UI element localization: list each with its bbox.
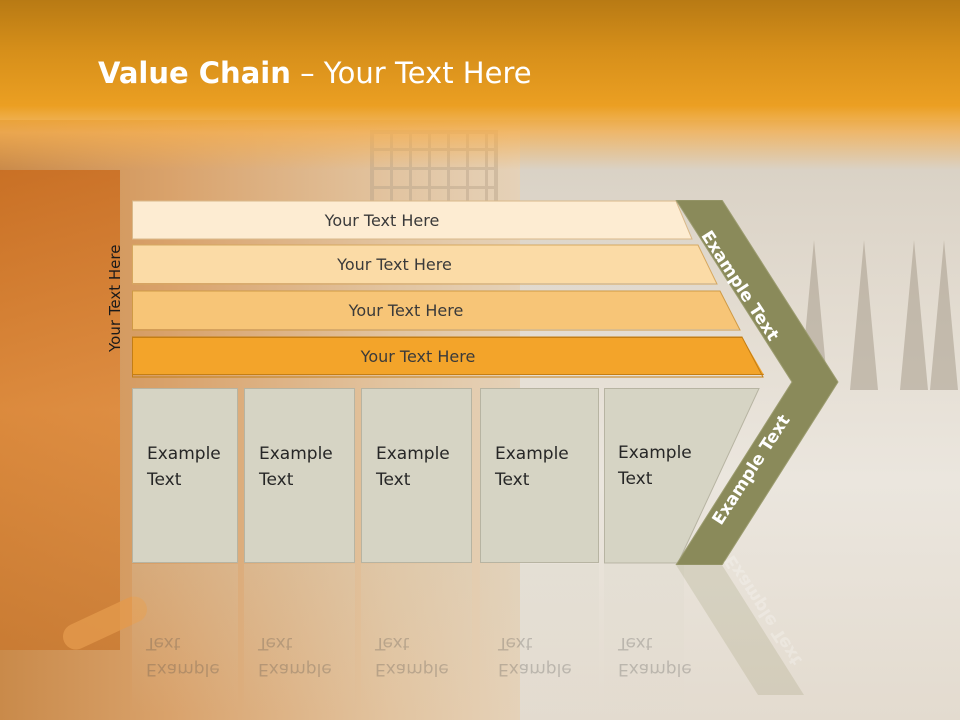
box-reflection (132, 564, 238, 714)
header-band (0, 0, 960, 170)
slide-title-bold: Value Chain (98, 56, 291, 90)
activity-box-label: Example Text (618, 443, 692, 489)
background-machine (0, 170, 120, 650)
activity-box-label: Example Text (495, 444, 569, 490)
background-tree (900, 240, 928, 390)
activity-box-4[interactable]: Example Text (480, 388, 599, 563)
margin-chevron[interactable] (674, 200, 844, 565)
activity-box-3[interactable]: Example Text (361, 388, 472, 563)
reflection-text: Example Text (146, 633, 220, 679)
activity-box-label: Example Text (147, 444, 221, 490)
reflection-text: Example Text (375, 633, 449, 679)
box-reflection (244, 564, 355, 714)
activity-box-label: Example Text (376, 444, 450, 490)
support-bar-2[interactable]: Your Text Here (132, 245, 717, 283)
support-bar-3[interactable]: Your Text Here (132, 291, 740, 329)
activity-box-5-text: Example Text (604, 388, 694, 563)
activity-box-2[interactable]: Example Text (244, 388, 355, 563)
box-reflection (604, 564, 684, 714)
support-bar-4[interactable]: Your Text Here (132, 337, 764, 375)
background-tree (930, 240, 958, 390)
support-bar-label: Your Text Here (324, 210, 440, 230)
support-bar-label: Your Text Here (348, 300, 464, 320)
support-bar-1[interactable]: Your Text Here (132, 201, 692, 239)
reflection-text: Example Text (498, 633, 572, 679)
support-bar-label: Your Text Here (337, 254, 452, 274)
activity-box-label: Example Text (259, 444, 333, 490)
support-bar-label: Your Text Here (360, 346, 476, 366)
background-tree (850, 240, 878, 390)
reflection-text: Example Text (258, 633, 332, 679)
slide-title[interactable]: Value Chain – Your Text Here (98, 56, 532, 90)
box-reflection (480, 564, 599, 714)
box-reflection (361, 564, 472, 714)
chevron-reflection (676, 565, 804, 695)
side-label[interactable]: Your Text Here (106, 244, 124, 352)
slide-title-rest: – Your Text Here (290, 56, 532, 90)
activity-box-1[interactable]: Example Text (132, 388, 238, 563)
